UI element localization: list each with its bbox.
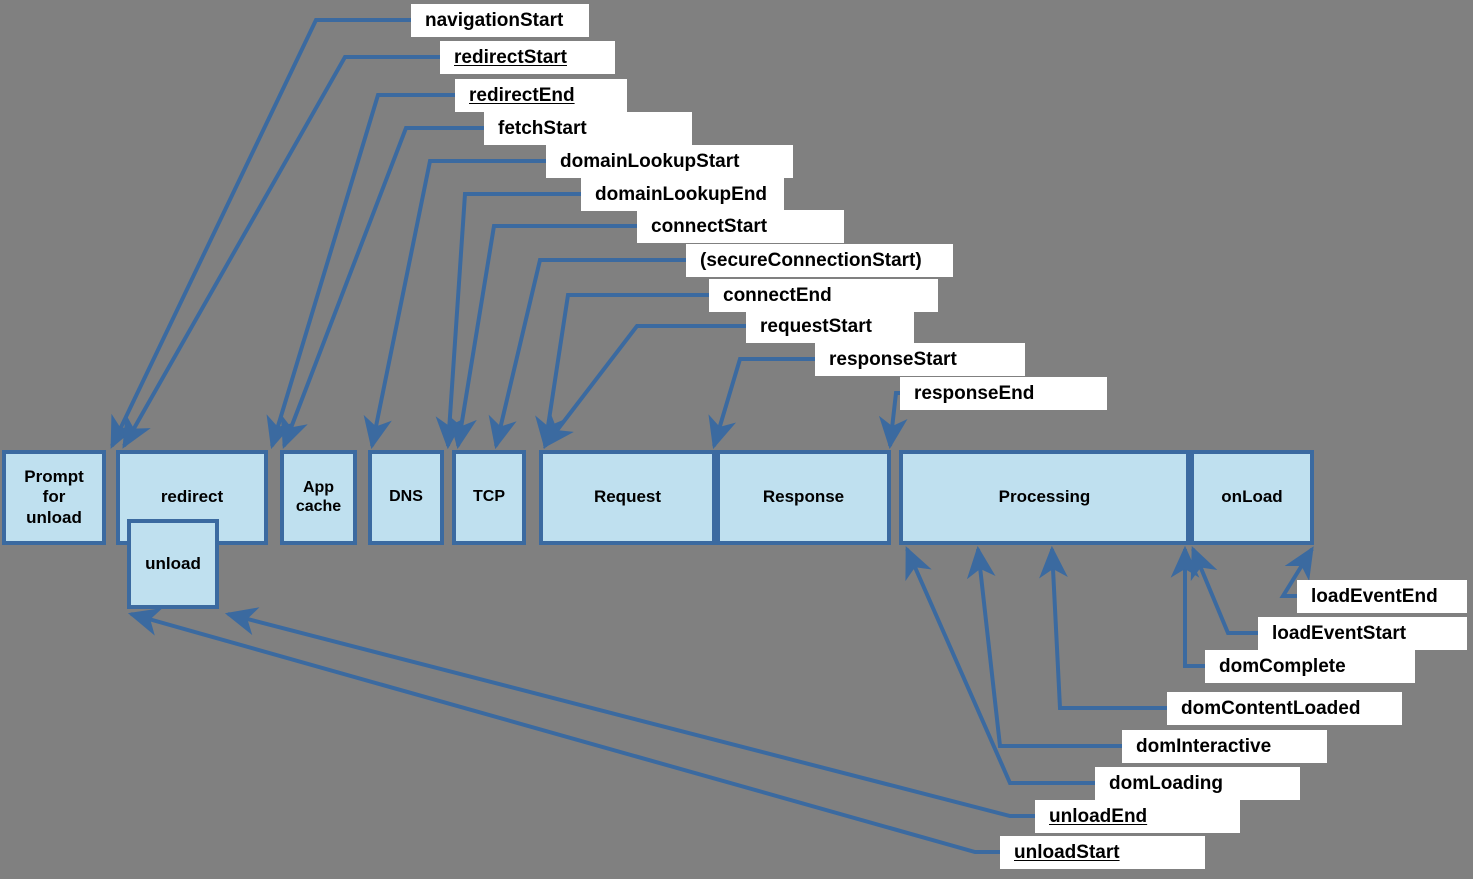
connector-domContentLoaded-to-processing xyxy=(1039,545,1167,710)
phase-label-processing: Processing xyxy=(998,487,1091,507)
connector-connectStart-to-tcp xyxy=(448,224,637,450)
label-text-secureConnectionStart: (secureConnectionStart) xyxy=(700,249,922,271)
label-text-fetchStart: fetchStart xyxy=(498,117,587,139)
timing-label-responseStart: responseStart xyxy=(815,343,1025,376)
timing-label-navigationStart: navigationStart xyxy=(411,4,589,37)
connector-unloadStart-to-unload-box xyxy=(127,607,1000,854)
phase-label-prompt-for-unload: Prompt for unload xyxy=(24,467,84,527)
phase-box-processing: Processing xyxy=(899,450,1190,545)
label-text-redirectStart: redirectStart xyxy=(454,46,567,68)
phase-label-redirect: redirect xyxy=(160,487,224,507)
label-text-unloadEnd: unloadEnd xyxy=(1049,805,1148,827)
phase-label-dns: DNS xyxy=(389,488,423,506)
connector-responseEnd-to-response-end xyxy=(878,391,908,450)
label-text-loadEventStart: loadEventStart xyxy=(1272,622,1407,644)
phase-box-app-cache: App cache xyxy=(280,450,357,545)
connector-requestStart-to-request xyxy=(543,324,746,449)
timing-label-unloadStart: unloadStart xyxy=(1000,836,1205,869)
timing-label-domainLookupEnd: domainLookupEnd xyxy=(581,178,784,211)
label-text-redirectEnd: redirectEnd xyxy=(469,84,575,106)
label-text-responseEnd: responseEnd xyxy=(914,382,1035,404)
label-text-navigationStart: navigationStart xyxy=(425,9,564,31)
connector-domainLookupEnd-to-tcp xyxy=(435,192,581,450)
connector-domLoading-to-processing xyxy=(905,546,1095,785)
phase-label-unload: unload xyxy=(145,554,201,573)
phase-box-request: Request xyxy=(539,450,716,545)
timing-label-loadEventStart: loadEventStart xyxy=(1258,617,1467,650)
label-text-connectStart: connectStart xyxy=(651,215,768,237)
phase-label-onload: onLoad xyxy=(1221,487,1283,507)
label-text-responseStart: responseStart xyxy=(829,348,957,370)
timing-label-responseEnd: responseEnd xyxy=(900,377,1107,410)
phase-label-response: Response xyxy=(762,487,845,507)
connector-domComplete-to-processing xyxy=(1170,545,1205,668)
label-text-domInteractive: domInteractive xyxy=(1136,735,1272,757)
connector-secureConnectionStart-to-tcp xyxy=(488,258,686,450)
label-text-unloadStart: unloadStart xyxy=(1014,841,1120,863)
label-text-connectEnd: connectEnd xyxy=(723,284,832,306)
phase-box-unload: unload xyxy=(127,519,219,609)
phase-label-app-cache: App cache xyxy=(295,478,342,515)
timing-label-redirectEnd: redirectEnd xyxy=(455,79,627,112)
connector-loadEventStart-to-onload xyxy=(1190,546,1258,635)
connector-fetchStart-to-app-cache xyxy=(280,126,484,449)
phase-box-dns: DNS xyxy=(368,450,444,545)
connector-responseStart-to-response xyxy=(708,357,815,450)
timing-label-connectStart: connectStart xyxy=(637,210,844,243)
connector-redirectStart-to-prompt-for-unload xyxy=(122,55,440,449)
phase-box-onload: onLoad xyxy=(1190,450,1314,545)
connector-redirectEnd-to-app-cache xyxy=(266,93,455,450)
timing-label-unloadEnd: unloadEnd xyxy=(1035,800,1240,833)
phase-box-response: Response xyxy=(716,450,891,545)
label-text-requestStart: requestStart xyxy=(760,315,872,337)
timing-label-domLoading: domLoading xyxy=(1095,767,1300,800)
timing-label-domainLookupStart: domainLookupStart xyxy=(546,145,793,178)
phase-label-tcp: TCP xyxy=(473,488,505,506)
timing-label-domComplete: domComplete xyxy=(1205,650,1415,683)
timing-label-domContentLoaded: domContentLoaded xyxy=(1167,692,1402,725)
timing-label-loadEventEnd: loadEventEnd xyxy=(1297,580,1467,613)
timing-label-fetchStart: fetchStart xyxy=(484,112,692,145)
connector-navigationStart-to-prompt-for-unload xyxy=(110,18,411,449)
timing-label-requestStart: requestStart xyxy=(746,310,914,343)
connector-connectEnd-to-request xyxy=(535,293,709,450)
timing-label-connectEnd: connectEnd xyxy=(709,279,938,312)
phase-label-request: Request xyxy=(593,487,662,507)
phase-box-tcp: TCP xyxy=(452,450,526,545)
connector-unloadEnd-to-unload-box xyxy=(224,607,1035,818)
timing-label-secureConnectionStart: (secureConnectionStart) xyxy=(686,244,953,277)
connector-domainLookupStart-to-dns xyxy=(363,159,546,450)
label-text-domainLookupStart: domainLookupStart xyxy=(560,150,740,172)
label-text-domComplete: domComplete xyxy=(1219,655,1346,677)
phase-box-prompt-for-unload: Prompt for unload xyxy=(2,450,106,545)
timing-label-domInteractive: domInteractive xyxy=(1122,730,1327,763)
timing-label-redirectStart: redirectStart xyxy=(440,41,615,74)
label-text-loadEventEnd: loadEventEnd xyxy=(1311,585,1438,607)
label-text-domContentLoaded: domContentLoaded xyxy=(1181,697,1361,719)
label-text-domLoading: domLoading xyxy=(1109,772,1223,794)
connector-domInteractive-to-processing xyxy=(966,545,1122,748)
label-text-domainLookupEnd: domainLookupEnd xyxy=(595,183,768,205)
